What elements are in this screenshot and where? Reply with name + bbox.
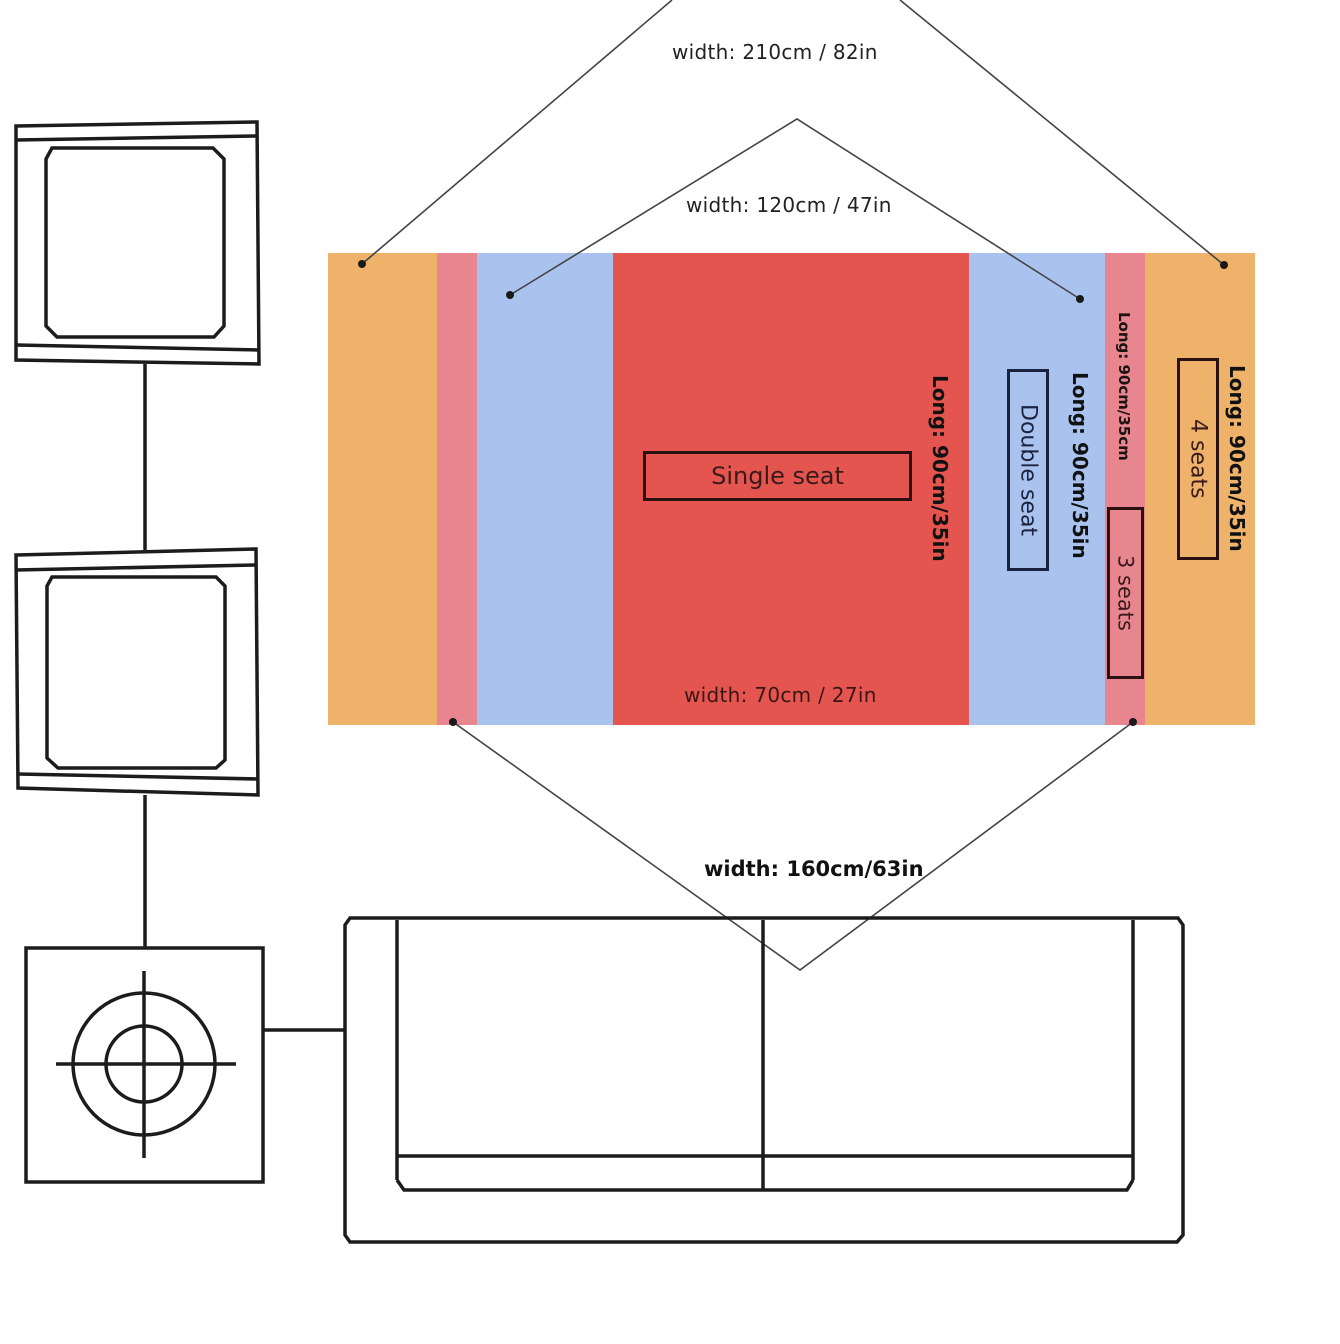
dimension-label-120cm: width: 120cm / 47in xyxy=(686,193,892,217)
pointer-dot xyxy=(1129,718,1137,726)
seat-label-double: Double seat xyxy=(1015,403,1041,537)
sofa-icon xyxy=(343,916,1185,1244)
seat-label-3-seats: 3 seats xyxy=(1113,555,1138,631)
seat-box-4-seats: 4 seats xyxy=(1177,358,1219,560)
pointer-dot xyxy=(358,260,366,268)
dimension-label-70cm: width: 70cm / 27in xyxy=(684,683,877,707)
armchair-top-icon xyxy=(14,120,261,366)
pointer-dot xyxy=(1220,261,1228,269)
pointer-dot xyxy=(506,291,514,299)
pointer-dot xyxy=(1076,295,1084,303)
pointer-dots xyxy=(358,260,1228,726)
pointer-120 xyxy=(509,118,1081,300)
pointer-160 xyxy=(452,721,1134,971)
pointer-210-right xyxy=(899,0,1225,266)
dimension-pointers xyxy=(361,0,1225,971)
seat-label-single: Single seat xyxy=(711,462,844,490)
armchair-middle-icon xyxy=(14,547,260,797)
length-label-double: Long: 90cm/35in xyxy=(1068,372,1092,559)
cover-bands xyxy=(328,253,1255,725)
seat-label-4-seats: 4 seats xyxy=(1185,419,1211,499)
seat-box-double: Double seat xyxy=(1007,369,1049,571)
pointer-210 xyxy=(361,0,673,265)
length-label-4-seats: Long: 90cm/35in xyxy=(1225,365,1249,552)
seat-box-single: Single seat xyxy=(643,451,912,501)
seat-box-3-seats: 3 seats xyxy=(1107,507,1144,679)
side-table-lamp-icon xyxy=(24,946,265,1184)
dimension-label-210cm: width: 210cm / 82in xyxy=(672,40,878,64)
dimension-label-160cm: width: 160cm/63in xyxy=(704,857,924,881)
length-label-single: Long: 90cm/35in xyxy=(928,375,952,562)
length-label-3-seats: Long: 90cm/35cm xyxy=(1115,312,1133,461)
pointer-dot xyxy=(449,718,457,726)
